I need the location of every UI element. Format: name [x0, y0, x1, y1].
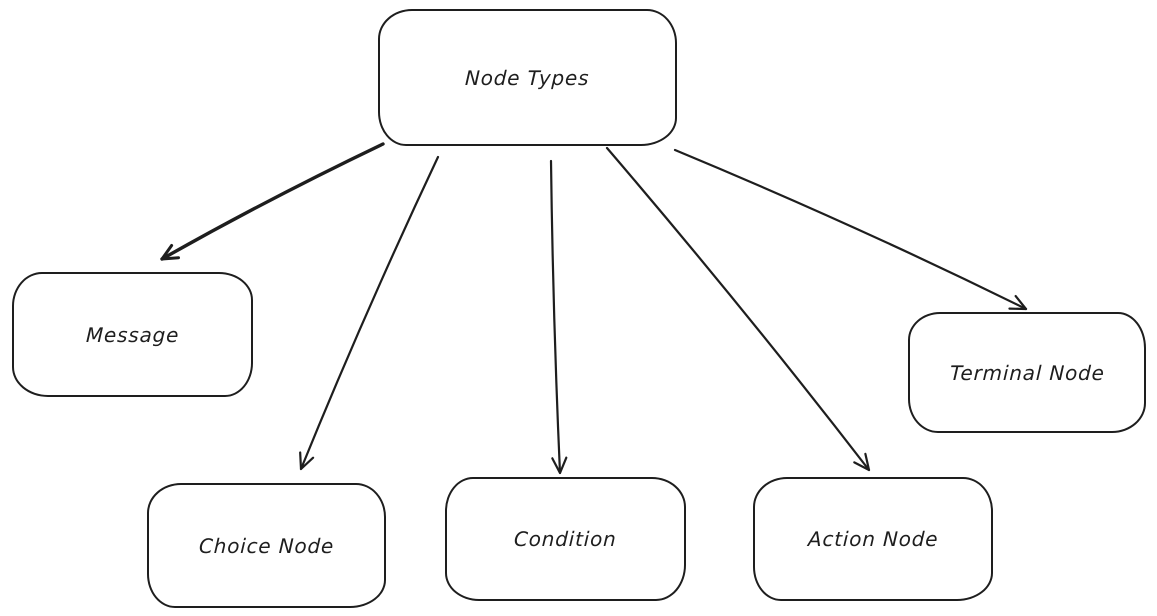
- node-label-terminal-node: Terminal Node: [949, 360, 1105, 385]
- arrow-node-types-to-terminal-node[interactable]: [673, 148, 1028, 311]
- node-box-condition[interactable]: Condition: [445, 477, 686, 601]
- arrow-node-types-to-action-node[interactable]: [605, 146, 871, 472]
- node-label-condition: Condition: [513, 527, 618, 551]
- node-box-node-types[interactable]: Node Types: [378, 9, 677, 146]
- node-label-action-node: Action Node: [807, 527, 939, 551]
- arrow-node-types-to-choice-node[interactable]: [299, 155, 440, 471]
- node-label-message: Message: [85, 322, 180, 347]
- node-box-choice-node[interactable]: Choice Node: [147, 483, 386, 608]
- arrow-node-types-to-message[interactable]: [160, 142, 385, 261]
- node-box-action-node[interactable]: Action Node: [753, 477, 993, 601]
- node-label-choice-node: Choice Node: [198, 533, 335, 558]
- node-box-message[interactable]: Message: [12, 272, 253, 397]
- arrow-node-types-to-condition[interactable]: [549, 159, 568, 475]
- node-box-terminal-node[interactable]: Terminal Node: [908, 312, 1146, 433]
- node-label-node-types: Node Types: [464, 65, 591, 90]
